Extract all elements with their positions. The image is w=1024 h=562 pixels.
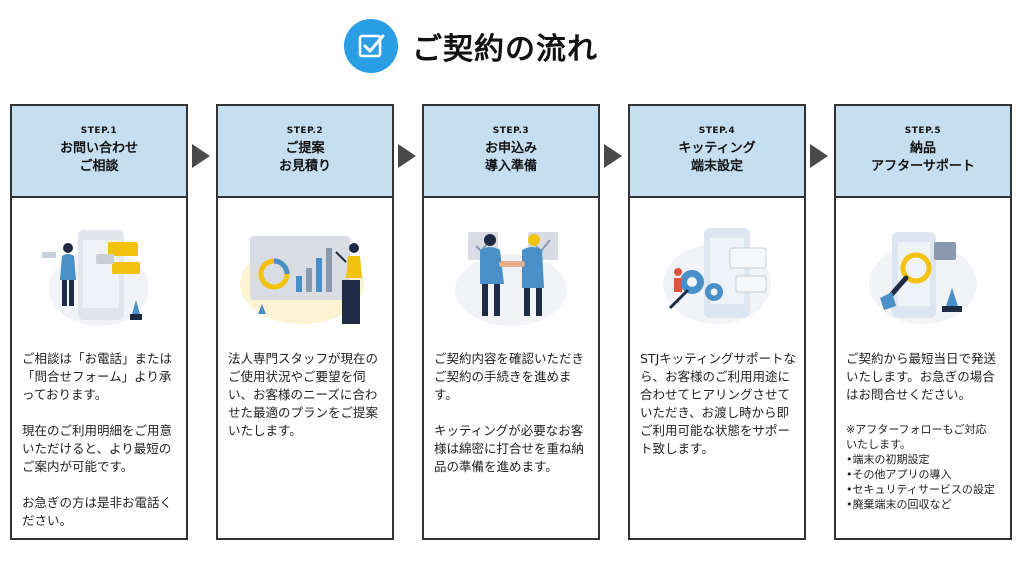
step-card-2: STEP.2 ご提案 お見積り 法人専門スタッフが現在のご使用状況やご要望を伺い… bbox=[216, 104, 394, 540]
step-number: STEP.1 bbox=[80, 126, 118, 136]
step-note: •その他アプリの導入 bbox=[846, 468, 952, 481]
step-header: STEP.4 キッティング 端末設定 bbox=[630, 106, 804, 198]
step-note: •端末の初期設定 bbox=[846, 453, 930, 466]
step-description: STJキッティングサポートなら、お客様のご利用用途に合わせてヒアリングさせていた… bbox=[640, 350, 800, 476]
page-title: ご契約の流れ bbox=[412, 32, 598, 67]
step-header: STEP.3 お申込み 導入準備 bbox=[424, 106, 598, 198]
step-number: STEP.4 bbox=[698, 126, 736, 136]
step-title-line: 納品 bbox=[909, 141, 936, 156]
step-note: •セキュリティサービスの設定 bbox=[846, 483, 995, 496]
step-title: お問い合わせ ご相談 bbox=[12, 140, 186, 176]
step-text: ご相談は「お電話」または「問合せフォーム」より承っております。 bbox=[22, 351, 173, 402]
step-title-line: キッティング bbox=[678, 141, 756, 156]
step-note: •廃棄端末の回収など bbox=[846, 498, 952, 511]
step-card-4: STEP.4 キッティング 端末設定 STJキッティングサポートなら、お客様のご… bbox=[628, 104, 806, 540]
check-square-icon bbox=[344, 19, 398, 73]
step-title-line: 導入準備 bbox=[484, 159, 537, 174]
step-title: 納品 アフターサポート bbox=[836, 140, 1010, 176]
step-card-3: STEP.3 お申込み 導入準備 ご契約内容を確認いただきご契約の手続きを進めま… bbox=[422, 104, 600, 540]
step-description: ご契約から最短当日で発送いたします。お急ぎの場合はお問合せください。 ※アフター… bbox=[846, 350, 1006, 512]
flow-arrow-icon bbox=[810, 144, 828, 168]
step-card-1: STEP.1 お問い合わせ ご相談 ご相談は「お電話」または「問合せフォーム」よ… bbox=[10, 104, 188, 540]
step-description: ご相談は「お電話」または「問合せフォーム」より承っております。 現在のご利用明細… bbox=[22, 350, 182, 548]
step-title: キッティング 端末設定 bbox=[630, 140, 804, 176]
consultation-illustration bbox=[42, 230, 149, 326]
step-card-5: STEP.5 納品 アフターサポート ご契約から最短当日で発送いたします。お急ぎ… bbox=[834, 104, 1012, 540]
step-title-line: お申込み bbox=[484, 141, 537, 156]
flow-arrow-icon bbox=[604, 144, 622, 168]
support-illustration bbox=[869, 232, 977, 324]
step-title-line: ご提案 bbox=[285, 141, 325, 156]
step-title: ご提案 お見積り bbox=[218, 140, 392, 176]
step-text: ご契約から最短当日で発送いたします。お急ぎの場合はお問合せください。 bbox=[846, 351, 997, 402]
step-header: STEP.1 お問い合わせ ご相談 bbox=[12, 106, 186, 198]
flow-arrow-icon bbox=[192, 144, 210, 168]
kitting-illustration bbox=[663, 228, 771, 324]
step-header: STEP.5 納品 アフターサポート bbox=[836, 106, 1010, 198]
step-description: 法人専門スタッフが現在のご使用状況やご要望を伺い、お客様のニーズに合わせた最適の… bbox=[228, 350, 388, 458]
step-text: 法人専門スタッフが現在のご使用状況やご要望を伺い、お客様のニーズに合わせた最適の… bbox=[228, 351, 379, 438]
step-text: ご契約内容を確認いただきご契約の手続きを進めます。 bbox=[434, 351, 585, 402]
step-text: 現在のご利用明細をご用意いただけると、より最短のご案内が可能です。 bbox=[22, 423, 173, 474]
step-text: STJキッティングサポートなら、お客様のご利用用途に合わせてヒアリングさせていた… bbox=[640, 351, 797, 456]
proposal-illustration bbox=[240, 236, 364, 324]
step-title: お申込み 導入準備 bbox=[424, 140, 598, 176]
step-title-line: ご相談 bbox=[79, 159, 119, 174]
step-title-line: 端末設定 bbox=[690, 159, 743, 174]
page-title-group: ご契約の流れ bbox=[344, 18, 598, 74]
step-description: ご契約内容を確認いただきご契約の手続きを進めます。 キッティングが必要なお客様は… bbox=[434, 350, 594, 494]
step-title-line: アフターサポート bbox=[871, 159, 975, 174]
step-title-line: お問い合わせ bbox=[59, 141, 138, 156]
step-header: STEP.2 ご提案 お見積り bbox=[218, 106, 392, 198]
step-note: ※アフターフォローもご対応 いたします。 bbox=[846, 423, 998, 451]
step-number: STEP.5 bbox=[904, 126, 942, 136]
step-text: お急ぎの方は是非お電話ください。 bbox=[22, 495, 173, 528]
flow-arrow-icon bbox=[398, 144, 416, 168]
step-number: STEP.2 bbox=[286, 126, 324, 136]
step-number: STEP.3 bbox=[492, 126, 530, 136]
step-text: キッティングが必要なお客様は綿密に打合せを重ね納品の準備を進めます。 bbox=[434, 423, 585, 474]
handshake-illustration bbox=[455, 232, 567, 326]
step-title-line: お見積り bbox=[278, 159, 331, 174]
